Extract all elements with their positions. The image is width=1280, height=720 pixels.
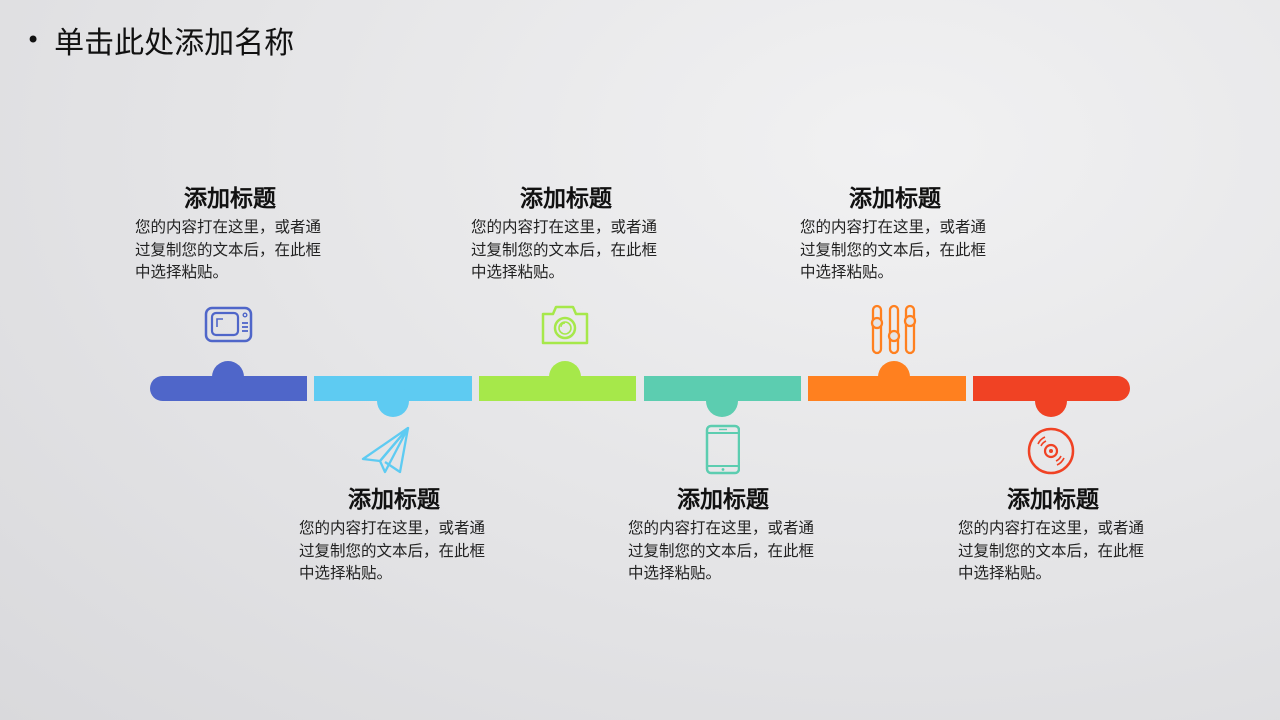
tablet-icon: [705, 424, 740, 475]
equalizer-icon: [870, 304, 917, 355]
item-body: 您的内容打在这里，或者通过复制您的文本后，在此框中选择粘贴。: [299, 519, 486, 582]
item-body: 您的内容打在这里，或者通过复制您的文本后，在此框中选择粘贴。: [471, 218, 658, 281]
bullet: •: [26, 26, 41, 54]
timeline-node-3: [549, 361, 581, 393]
item-body: 您的内容打在这里，或者通过复制您的文本后，在此框中选择粘贴。: [958, 519, 1145, 582]
item-title: 添加标题: [184, 185, 276, 212]
item-title: 添加标题: [1007, 486, 1099, 513]
item-title: 添加标题: [849, 185, 941, 212]
timeline-node-4: [706, 385, 738, 417]
item-title: 添加标题: [677, 486, 769, 513]
slide-title[interactable]: • 单击此处添加名称: [26, 18, 294, 62]
timeline-item-6[interactable]: 添加标题 您的内容打在这里，或者通过复制您的文本后，在此框中选择粘贴。: [953, 485, 1153, 585]
timeline-node-1: [212, 361, 244, 393]
timeline-item-1[interactable]: 添加标题 您的内容打在这里，或者通过复制您的文本后，在此框中选择粘贴。: [130, 184, 330, 284]
item-body: 您的内容打在这里，或者通过复制您的文本后，在此框中选择粘贴。: [628, 519, 815, 582]
timeline-node-5: [878, 361, 910, 393]
timeline-item-5[interactable]: 添加标题 您的内容打在这里，或者通过复制您的文本后，在此框中选择粘贴。: [795, 184, 995, 284]
tv-icon: [204, 306, 253, 343]
slide-title-text: 单击此处添加名称: [54, 26, 295, 61]
paper-plane-icon: [361, 426, 410, 474]
item-body: 您的内容打在这里，或者通过复制您的文本后，在此框中选择粘贴。: [135, 218, 322, 281]
timeline-node-2: [377, 385, 409, 417]
timeline-item-2[interactable]: 添加标题 您的内容打在这里，或者通过复制您的文本后，在此框中选择粘贴。: [294, 485, 494, 585]
item-title: 添加标题: [348, 486, 440, 513]
timeline-item-3[interactable]: 添加标题 您的内容打在这里，或者通过复制您的文本后，在此框中选择粘贴。: [466, 184, 666, 284]
timeline-item-4[interactable]: 添加标题 您的内容打在这里，或者通过复制您的文本后，在此框中选择粘贴。: [623, 485, 823, 585]
timeline-node-6: [1035, 385, 1067, 417]
item-title: 添加标题: [520, 185, 612, 212]
item-body: 您的内容打在这里，或者通过复制您的文本后，在此框中选择粘贴。: [800, 218, 987, 281]
camera-icon: [541, 305, 589, 345]
vinyl-disc-icon: [1027, 427, 1075, 475]
